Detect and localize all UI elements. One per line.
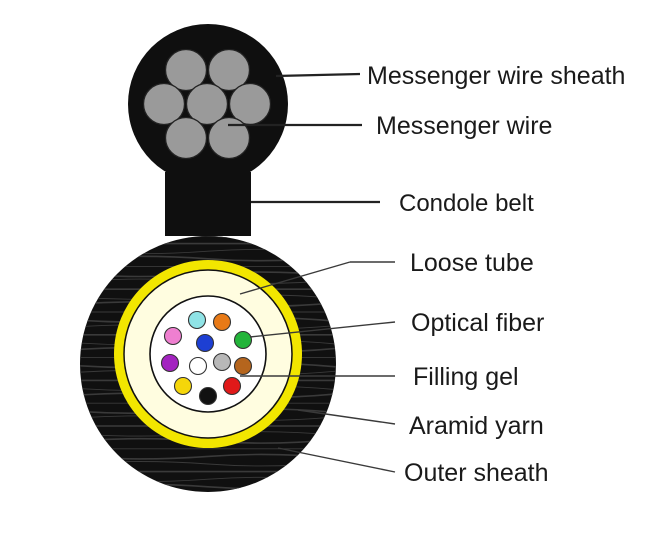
optical-fiber-red (222, 376, 242, 396)
optical-fiber-pink (163, 326, 183, 346)
label-messenger-wire: Messenger wire (376, 112, 552, 140)
optical-fiber-orange (212, 312, 232, 332)
messenger-strand (185, 82, 229, 126)
leader-messenger-wire-sheath (275, 72, 361, 78)
label-condole-belt: Condole belt (399, 190, 534, 217)
optical-fiber-yellow (173, 376, 193, 396)
messenger-strand (142, 82, 186, 126)
optical-fiber-grey (212, 352, 232, 372)
condole-belt (165, 172, 251, 236)
optical-fiber-black (198, 386, 218, 406)
leader-loose-tube (239, 261, 351, 295)
label-filling-gel: Filling gel (413, 363, 519, 391)
label-aramid-yarn: Aramid yarn (409, 412, 544, 440)
leader-outer-sheath (277, 447, 396, 473)
label-outer-sheath: Outer sheath (404, 459, 549, 487)
optical-fiber-blue (195, 333, 215, 353)
label-optical-fiber: Optical fiber (411, 309, 544, 337)
optical-fiber-violet (160, 353, 180, 373)
messenger-wire (142, 48, 272, 160)
optical-fiber-aqua (187, 310, 207, 330)
label-loose-tube: Loose tube (410, 249, 534, 277)
optical-fibers (160, 310, 253, 406)
optical-fiber-green (233, 330, 253, 350)
messenger-strand (207, 48, 251, 92)
optical-fiber-white (188, 356, 208, 376)
messenger-strand (164, 116, 208, 160)
messenger-strand (164, 48, 208, 92)
leader-lines (228, 72, 396, 473)
label-messenger-wire-sheath: Messenger wire sheath (367, 62, 625, 90)
leader-optical-fiber (249, 321, 396, 338)
leader-aramid-yarn (297, 409, 396, 425)
messenger-strand (207, 116, 251, 160)
optical-fiber-brown (233, 356, 253, 376)
